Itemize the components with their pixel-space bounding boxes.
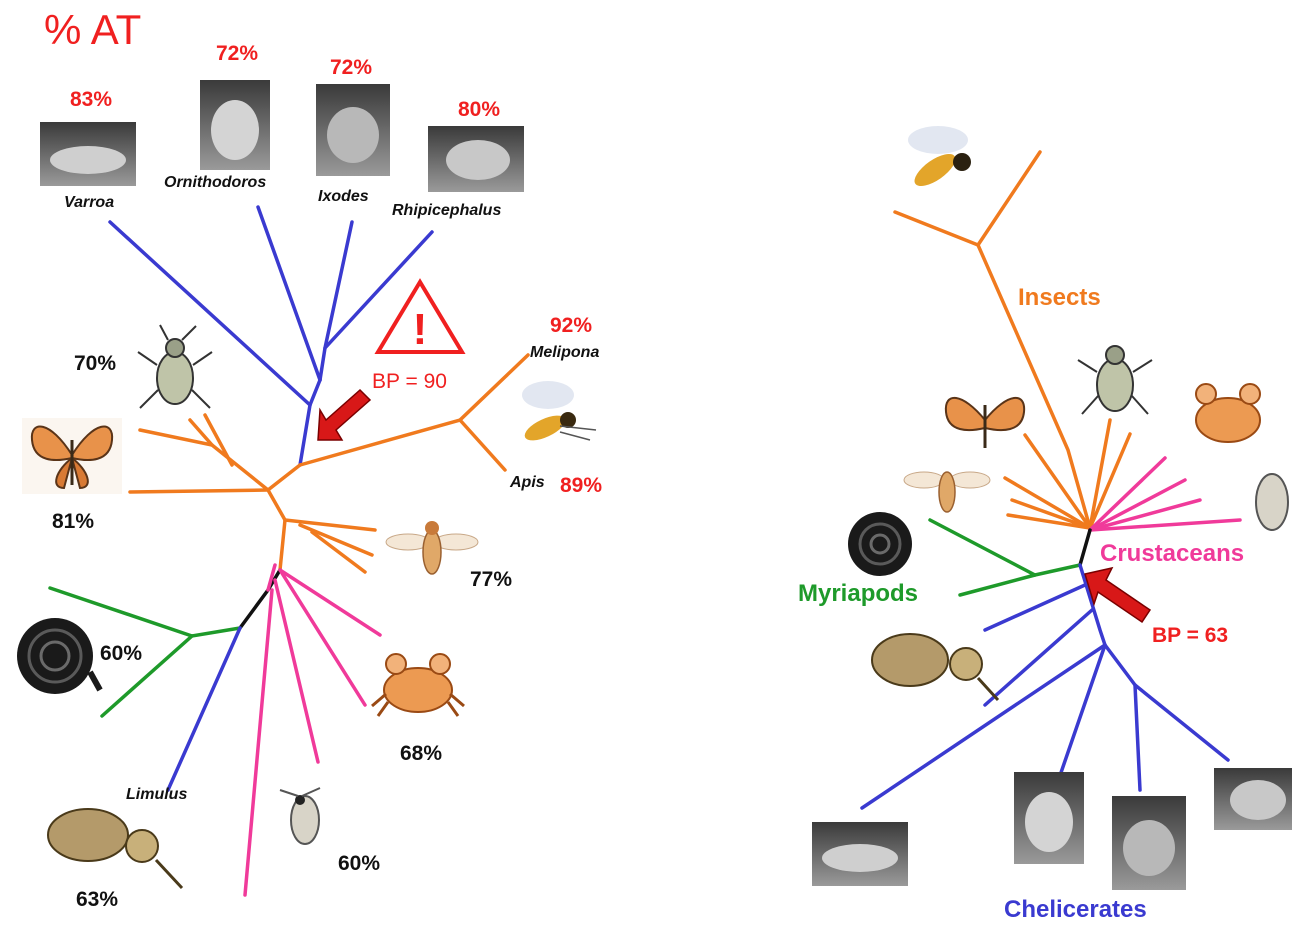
right-daphnia-drawing (1255, 473, 1289, 531)
myriapods-label: Myriapods (798, 580, 919, 607)
svg-text:!: ! (413, 305, 428, 354)
ixodes-percentage: 72% (330, 56, 373, 79)
rhipicephalus-tick-photo (428, 126, 524, 192)
ixodes-label: Ixodes (318, 188, 369, 205)
apis-label: Apis (510, 474, 545, 491)
left-daphnia-drawing (279, 787, 321, 845)
chelicerates-label: Chelicerates (1004, 896, 1147, 923)
right-ornithodoros-photo (1014, 772, 1084, 864)
fly-percentage: 77% (470, 568, 513, 591)
left-myriapod-branches (48, 586, 242, 718)
left-insect-branches (128, 353, 530, 574)
right-bootstrap-label: BP = 63 (1152, 624, 1229, 647)
right-varroa-photo (812, 822, 908, 886)
crustaceans-label: Crustaceans (1100, 540, 1245, 567)
horseshoe-crab-percentage: 63% (76, 888, 119, 911)
right-crustacean-branches (1088, 456, 1242, 532)
daphnia-percentage: 60% (338, 852, 381, 875)
millipede-percentage: 60% (100, 642, 143, 665)
left-beetle-drawing (137, 324, 213, 409)
right-rhipicephalus-photo (1214, 768, 1292, 830)
right-crab-drawing (1195, 383, 1261, 443)
right-horseshoe-crab-drawing (871, 633, 1000, 702)
left-crustacean-branches (243, 563, 382, 897)
right-millipede-drawing (848, 512, 912, 576)
left-crab-drawing (371, 653, 465, 717)
insects-label: Insects (1018, 284, 1101, 311)
crab-percentage: 68% (400, 742, 443, 765)
rhipicephalus-percentage: 80% (458, 98, 501, 121)
apis-percentage: 89% (560, 474, 603, 497)
right-tree (860, 150, 1242, 810)
melipona-label: Melipona (530, 344, 600, 361)
ixodes-tick-photo (316, 84, 390, 176)
figure-title: % AT (44, 6, 142, 53)
ornithodoros-percentage: 72% (216, 42, 259, 65)
left-horseshoe-crab-drawing (47, 808, 184, 890)
warning-triangle-icon: ! (374, 278, 466, 354)
varroa-mite-photo (40, 122, 136, 186)
melipona-percentage: 92% (550, 314, 593, 337)
right-root-branch (1078, 528, 1092, 567)
right-butterfly-drawing (944, 396, 1026, 448)
left-bee-drawing (522, 381, 597, 441)
left-millipede-drawing (17, 618, 103, 694)
right-fly-drawing (903, 471, 991, 513)
varroa-label: Varroa (64, 194, 115, 211)
left-butterfly-drawing (22, 418, 122, 494)
right-wasp-drawing (908, 126, 971, 187)
left-chelicerate-branches (108, 205, 434, 467)
rhipicephalus-label: Rhipicephalus (392, 202, 502, 219)
right-myriapod-branches (928, 518, 1082, 597)
right-beetle-drawing (1077, 345, 1153, 415)
butterfly-percentage: 81% (52, 510, 95, 533)
left-tree (48, 205, 530, 897)
left-limulus-branch (166, 626, 242, 792)
varroa-percentage: 83% (70, 88, 113, 111)
right-insect-branches (893, 150, 1132, 530)
right-bp-arrow-icon (1084, 566, 1152, 624)
left-bootstrap-label: BP = 90 (372, 370, 447, 393)
right-chelicerate-branches (860, 563, 1230, 810)
beetle-percentage: 70% (74, 352, 117, 375)
left-bp-arrow-icon (317, 388, 372, 441)
limulus-label: Limulus (126, 786, 188, 803)
right-ixodes-photo (1112, 796, 1186, 890)
ornithodoros-tick-photo (200, 80, 270, 170)
ornithodoros-label: Ornithodoros (164, 174, 267, 191)
left-fly-drawing (385, 521, 479, 575)
